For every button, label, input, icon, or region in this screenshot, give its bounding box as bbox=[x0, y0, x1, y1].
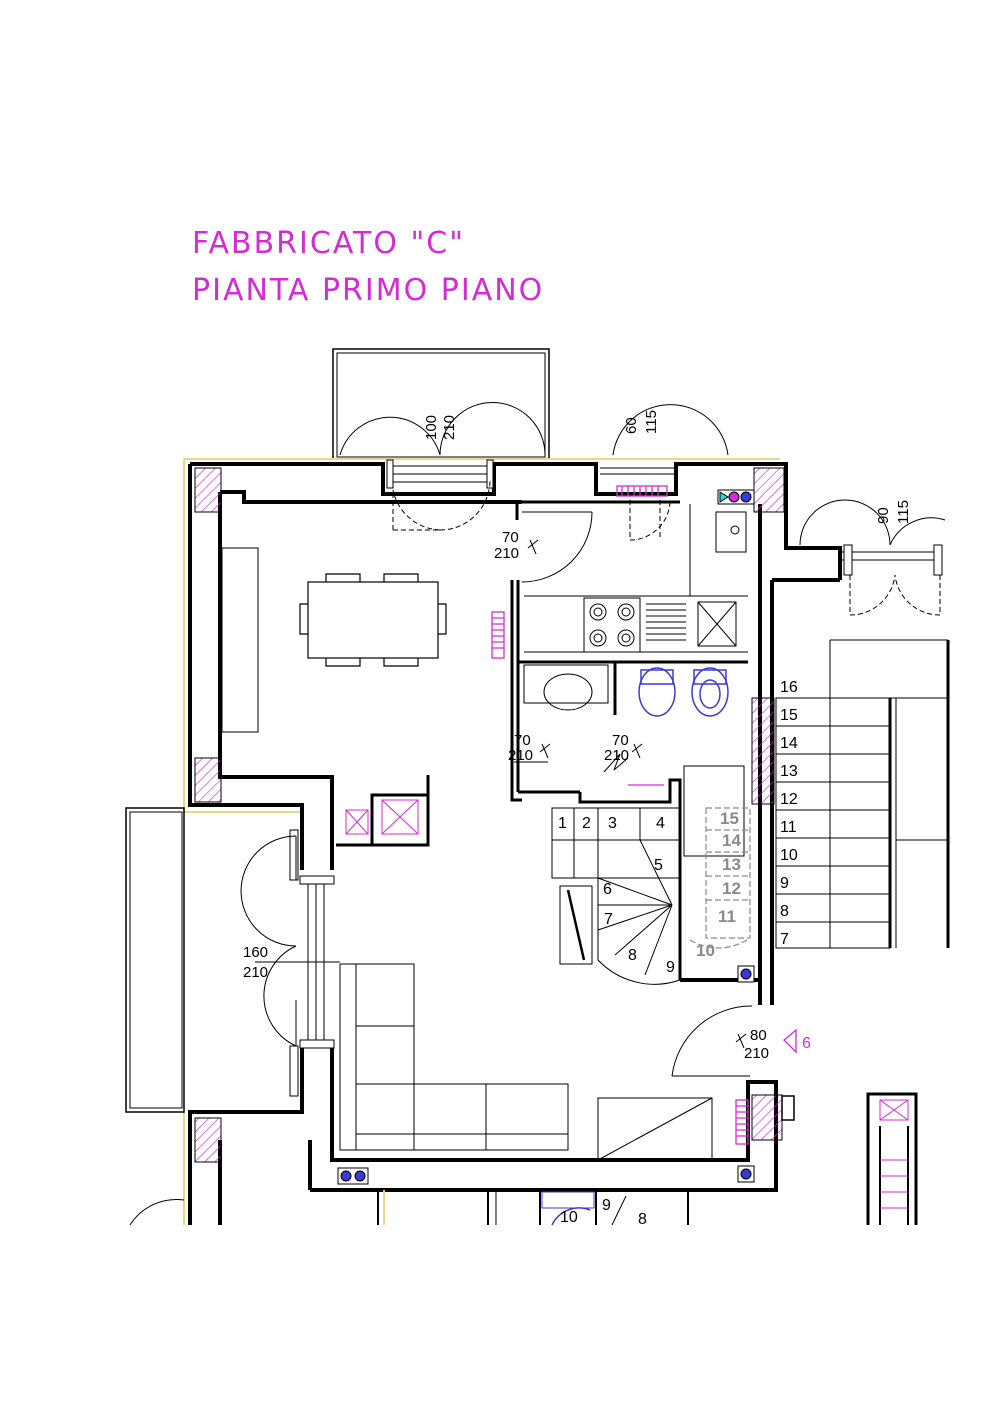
opening-dim-kitchen-window-w: 60 bbox=[623, 417, 640, 434]
plan-title-floor: PIANTA PRIMO PIANO bbox=[192, 273, 544, 308]
main-step-13: 13 bbox=[780, 763, 798, 780]
upper-step-11: 11 bbox=[718, 907, 736, 926]
opening-dim-entrance-door-w: 80 bbox=[750, 1027, 767, 1044]
north-double-door bbox=[339, 402, 546, 531]
west-french-door bbox=[240, 829, 340, 1097]
inner-stair-upper-flight bbox=[689, 807, 751, 949]
exterior-walls bbox=[188, 462, 842, 1225]
radiators bbox=[491, 485, 749, 1145]
opening-dim-east-window-h: 115 bbox=[895, 500, 912, 524]
lower-step-8: 8 bbox=[638, 1211, 647, 1228]
sofa bbox=[339, 963, 569, 1151]
opening-dim-kitchen-window-h: 115 bbox=[643, 410, 660, 434]
main-step-14: 14 bbox=[780, 735, 798, 752]
bathroom-door bbox=[603, 753, 629, 773]
upper-step-10: 10 bbox=[696, 941, 715, 960]
upper-step-15: 15 bbox=[720, 809, 739, 828]
kitchen-counter bbox=[524, 504, 748, 653]
entrance-niche bbox=[781, 1095, 795, 1121]
entrance-marker: 6 bbox=[802, 1035, 811, 1052]
inner-step-8: 8 bbox=[628, 947, 637, 964]
opening-dim-entrance-door-h: 210 bbox=[744, 1045, 769, 1062]
entrance-door bbox=[671, 1005, 753, 1077]
opening-dim-north-door-h: 210 bbox=[441, 415, 458, 440]
inner-step-4: 4 bbox=[656, 815, 665, 832]
opening-dim-north-door-w: 100 bbox=[423, 415, 440, 440]
main-step-16: 16 bbox=[780, 679, 798, 696]
inner-step-1: 1 bbox=[558, 815, 567, 832]
ventilation-ducts bbox=[345, 799, 909, 1121]
inner-stair bbox=[551, 765, 745, 985]
right-shaft bbox=[866, 1092, 918, 1225]
dining-table bbox=[299, 573, 447, 667]
main-step-12: 12 bbox=[780, 791, 798, 808]
upper-step-14: 14 bbox=[722, 831, 741, 850]
inner-step-3: 3 bbox=[608, 815, 617, 832]
structural-columns bbox=[194, 467, 785, 1163]
main-step-7: 7 bbox=[780, 931, 789, 948]
inner-step-6: 6 bbox=[603, 881, 612, 898]
main-step-9: 9 bbox=[780, 875, 789, 892]
main-stair bbox=[775, 639, 950, 949]
opening-dim-kitchen-door-h: 210 bbox=[494, 545, 519, 562]
opening-dim-bathroom-door-h: 210 bbox=[604, 747, 629, 764]
west-balcony bbox=[125, 807, 185, 1113]
opening-dim-french-door-w: 160 bbox=[243, 944, 268, 961]
opening-dim-kitchen-door-w: 70 bbox=[502, 529, 519, 546]
lower-floor-fragment bbox=[129, 1190, 689, 1226]
main-step-10: 10 bbox=[780, 847, 798, 864]
inner-step-9: 9 bbox=[666, 959, 675, 976]
upper-step-12: 12 bbox=[722, 879, 741, 898]
kitchen-window bbox=[600, 404, 729, 541]
bathroom-fixtures bbox=[638, 667, 729, 717]
main-step-11: 11 bbox=[780, 819, 797, 836]
opening-dim-east-window-w: 90 bbox=[875, 507, 892, 524]
washbasin bbox=[523, 664, 609, 711]
opening-dim-utility-door-h: 210 bbox=[508, 747, 533, 764]
lower-step-10: 10 bbox=[560, 1209, 578, 1226]
main-step-8: 8 bbox=[780, 903, 789, 920]
entrance-arrow-icon bbox=[783, 1028, 797, 1054]
inner-step-7: 7 bbox=[604, 911, 613, 928]
inner-step-2: 2 bbox=[582, 815, 591, 832]
kitchen-door bbox=[521, 511, 593, 583]
lower-step-9: 9 bbox=[602, 1197, 611, 1214]
main-step-15: 15 bbox=[780, 707, 798, 724]
lower-stair-landing bbox=[597, 1097, 713, 1161]
inner-step-5: 5 bbox=[654, 857, 663, 874]
upper-step-13: 13 bbox=[722, 855, 741, 874]
opening-dim-utility-door-w: 70 bbox=[514, 732, 531, 749]
plan-title-building: FABBRICATO "C" bbox=[192, 226, 465, 261]
living-cabinet bbox=[221, 547, 259, 733]
east-window bbox=[799, 499, 946, 616]
opening-dim-bathroom-door-w: 70 bbox=[612, 732, 629, 749]
opening-dim-french-door-h: 210 bbox=[243, 964, 268, 981]
technical-fixtures bbox=[337, 489, 755, 1185]
